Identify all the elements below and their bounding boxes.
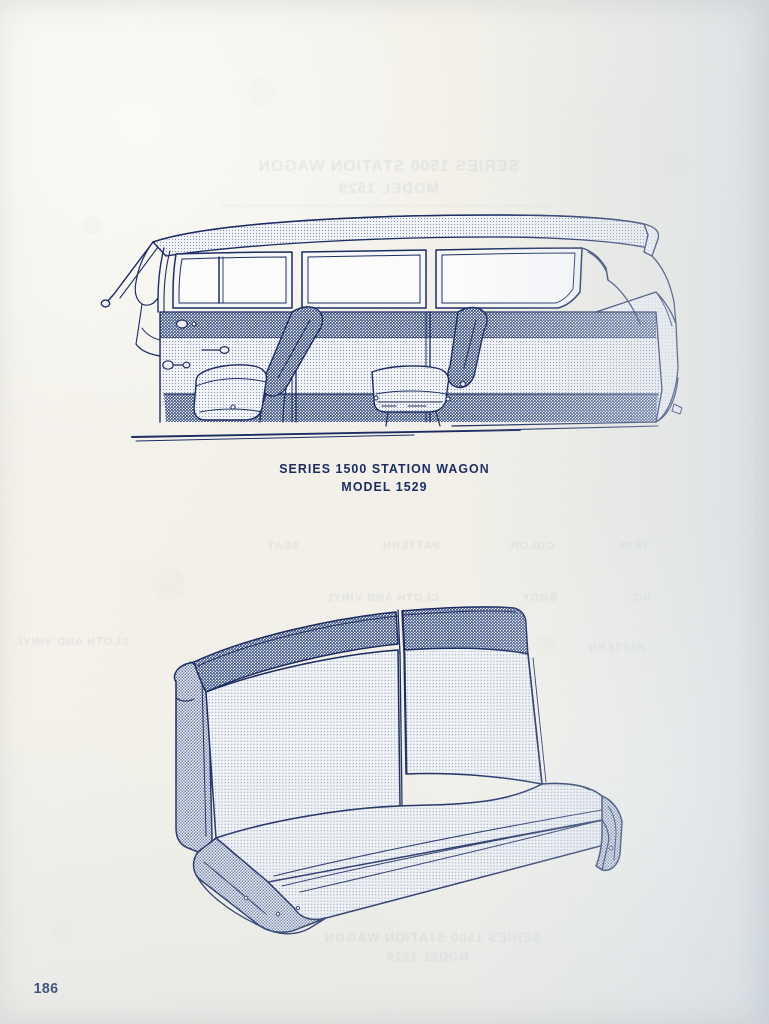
scan-edge-vignette: [0, 0, 769, 1024]
brochure-page: SERIES 1500 STATION WAGON MODEL 1529 TRI…: [0, 0, 769, 1024]
scan-color-cast: [0, 0, 769, 1024]
